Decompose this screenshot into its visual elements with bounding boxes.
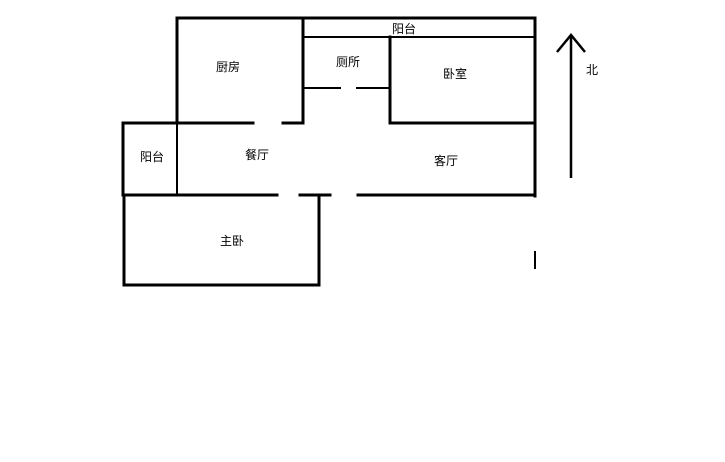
- north-arrow-icon: 北: [556, 33, 598, 178]
- room-label-dining: 餐厅: [245, 147, 269, 162]
- room-label-kitchen: 厨房: [216, 59, 240, 74]
- room-label-balcony-left: 阳台: [140, 149, 164, 164]
- room-label-master-bedroom: 主卧: [220, 234, 244, 248]
- compass-label: 北: [586, 63, 598, 77]
- room-label-living: 客厅: [434, 153, 458, 168]
- room-label-bedroom: 卧室: [443, 66, 467, 81]
- walls: [121, 16, 537, 287]
- room-label-toilet: 厕所: [336, 55, 360, 69]
- room-labels: 阳台 厨房 厕所 卧室 阳台 餐厅 客厅 主卧: [140, 21, 467, 248]
- north-arrow-head: [556, 33, 586, 53]
- room-label-balcony-top: 阳台: [392, 21, 416, 36]
